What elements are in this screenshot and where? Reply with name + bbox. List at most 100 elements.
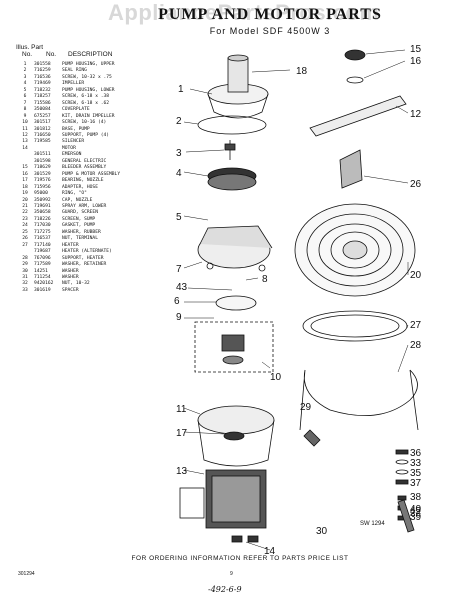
callout-label: 11 <box>176 404 187 415</box>
illus-number: 24 <box>22 223 28 229</box>
part-description: HEATER <box>62 242 79 248</box>
part-description: SCREEN, SUMP <box>62 216 96 222</box>
illus-number: 14 <box>22 145 28 151</box>
heater-support-drawing <box>303 429 321 447</box>
part-number: 719469 <box>34 81 51 87</box>
callout-label: 30 <box>316 526 328 537</box>
illus-number: 2 <box>23 68 27 74</box>
bleeder-drawing <box>223 431 245 441</box>
part-description: SILENCER <box>62 139 85 145</box>
part-description: IMPELLER <box>62 81 85 87</box>
part-description: WASHER, RETAINER <box>62 262 107 268</box>
handwritten-signature: -492-6-9 <box>208 585 242 594</box>
part-description: GUARD, SCREEN <box>62 210 98 216</box>
callout-label: 6 <box>174 296 180 307</box>
illus-number: 7 <box>23 100 27 106</box>
part-description: SPACER <box>62 287 79 293</box>
illus-number: 33 <box>22 287 28 293</box>
illus-number: 16 <box>22 171 28 177</box>
part-description: EMERSON <box>62 152 82 158</box>
part-description: SCREW, 6-18 x .38 <box>62 94 110 100</box>
illus-number: 4 <box>23 81 27 87</box>
part-number: 715956 <box>34 184 51 190</box>
page-subtitle: For Model SDF 4500W 3 <box>209 26 331 36</box>
pump-base-box <box>194 321 274 373</box>
part-description: SCREW, 6-18 x .62 <box>62 100 110 106</box>
part-number: 716259 <box>34 68 51 74</box>
illus-number: 27 <box>22 242 28 248</box>
part-description: NUT, TERMINAL <box>62 236 98 242</box>
screen-guard-drawing <box>339 149 363 189</box>
header-description: DESCRIPTION <box>68 51 113 58</box>
callout-label: 10 <box>270 372 282 383</box>
heater-element-drawing <box>299 369 419 431</box>
illus-number: 32 <box>22 281 28 287</box>
callout-label: 8 <box>262 274 268 285</box>
illus-number: 23 <box>22 216 28 222</box>
parts-row: 32 9420162 NUT, 10-32 <box>16 281 166 287</box>
callout-label: 22 <box>410 508 422 519</box>
callout-label: 4 <box>176 168 182 179</box>
ordering-info-footer: FOR ORDERING INFORMATION REFER TO PARTS … <box>131 555 349 562</box>
illus-number: 29 <box>22 262 28 268</box>
page-title: PUMP AND MOTOR PARTS <box>158 6 382 23</box>
part-number: 711254 <box>34 274 51 280</box>
part-description: PUMP & MOTOR ASSEMBLY <box>62 171 121 177</box>
part-number: 9420162 <box>34 281 54 287</box>
part-number: 717030 <box>34 223 51 229</box>
callout-label: 43 <box>176 282 188 293</box>
callout-label: 5 <box>176 212 182 223</box>
callout-label: 13 <box>176 466 188 477</box>
part-number: 716650 <box>34 132 51 138</box>
part-description: SUPPORT, PUMP (4) <box>62 132 110 138</box>
part-number: 719576 <box>34 178 51 184</box>
part-description: PUMP HOUSING, LOWER <box>62 87 115 93</box>
illus-number: 8 <box>23 107 27 113</box>
drain-impeller-drawing <box>221 334 245 365</box>
drawing-number: SW 1294 <box>360 521 385 527</box>
illus-number: 18 <box>22 184 28 190</box>
page-number: 9 <box>230 571 233 577</box>
illus-number: 6 <box>23 94 27 100</box>
part-description: NUT, 10-32 <box>62 281 90 287</box>
pump-supports-drawing <box>231 535 259 543</box>
illus-number: 31 <box>22 274 28 280</box>
part-number: 718232 <box>34 87 51 93</box>
impeller-drawing <box>207 167 257 191</box>
part-number: 718257 <box>34 94 51 100</box>
callout-label: 33 <box>410 458 422 469</box>
callout-label: 42 <box>410 506 422 517</box>
part-number: 675257 <box>34 113 51 119</box>
part-number: 716536 <box>34 74 51 80</box>
callout-label: 1 <box>178 84 184 95</box>
part-number: 715586 <box>34 100 51 106</box>
illus-number: 28 <box>22 255 28 261</box>
callout-label: 20 <box>410 270 422 281</box>
part-description: HEATER (ALTERNATE) <box>62 249 112 255</box>
part-number: 718629 <box>34 165 51 171</box>
seal-ring-drawing <box>197 115 267 135</box>
callout-label: 15 <box>410 44 422 55</box>
callout-label: 39 <box>410 512 422 523</box>
part-description: KIT, DRAIN IMPELLER <box>62 113 115 119</box>
illus-number: 19 <box>22 191 28 197</box>
part-number: 719691 <box>34 203 51 209</box>
